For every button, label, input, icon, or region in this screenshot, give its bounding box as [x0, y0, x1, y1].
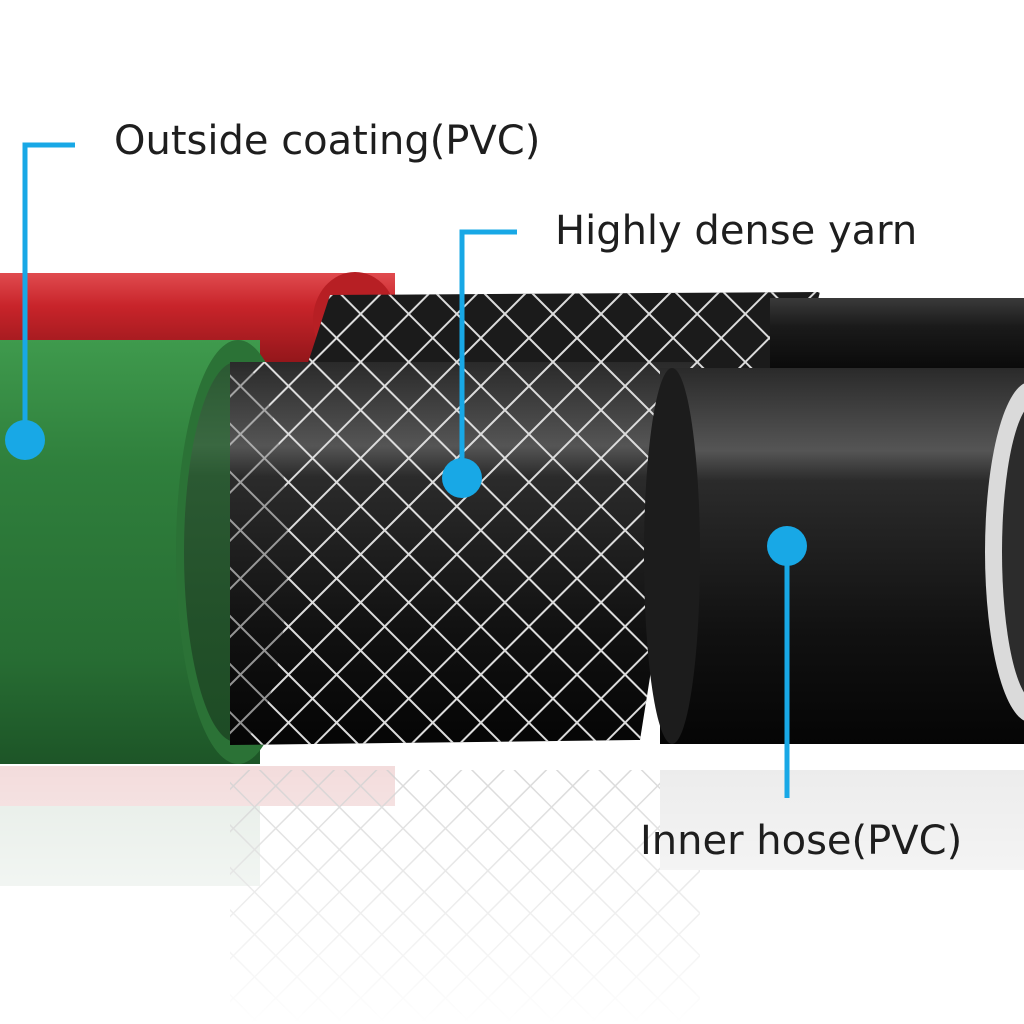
dense-yarn-label: Highly dense yarn	[555, 208, 918, 254]
inner-hose-black	[644, 368, 1024, 744]
callout-dense-yarn	[442, 229, 517, 498]
floor-reflection	[0, 766, 1024, 1024]
callout-outside-coating	[5, 142, 75, 460]
inner-hose-label: Inner hose(PVC)	[640, 818, 963, 864]
callout-dot	[767, 526, 807, 566]
callout-dot	[5, 420, 45, 460]
back-hose-red	[0, 272, 1024, 372]
callout-dot	[442, 458, 482, 498]
yarn-braid-layer	[184, 362, 700, 745]
outside-coating-label: Outside coating(PVC)	[114, 118, 541, 164]
callout-inner-hose	[767, 526, 807, 798]
